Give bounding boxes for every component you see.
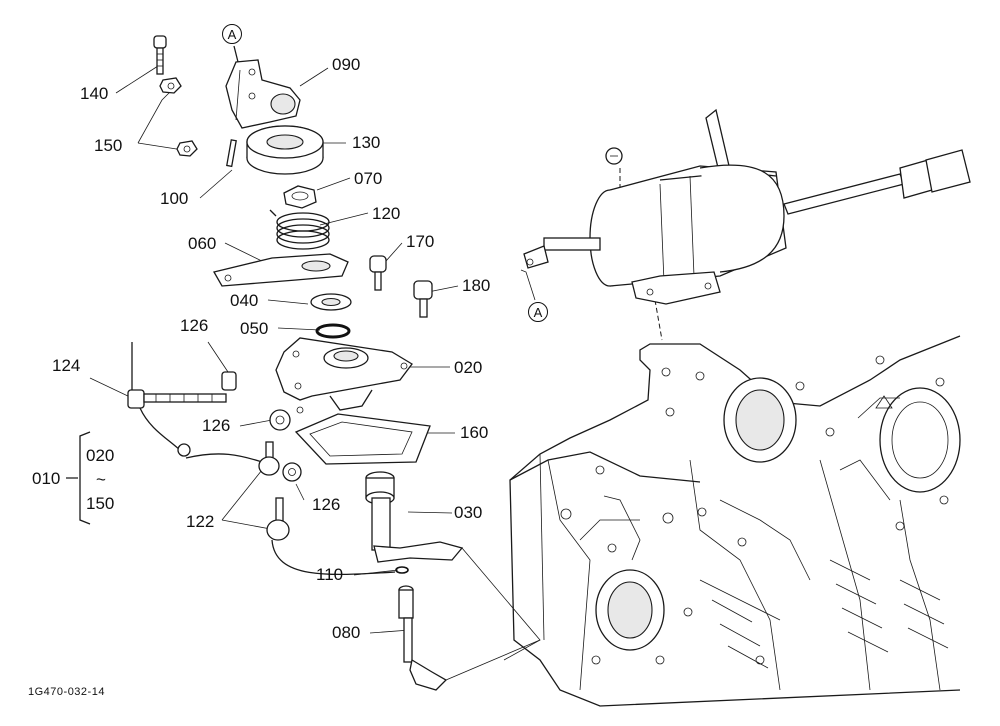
label-part-180: 180 xyxy=(462,276,491,295)
label-part-126-mid: 126 xyxy=(202,416,231,435)
part-nut-150b xyxy=(176,140,198,157)
part-bolt-170 xyxy=(369,255,387,291)
label-part-160: 160 xyxy=(460,423,489,442)
label-part-170: 170 xyxy=(406,232,435,251)
label-part-080: 080 xyxy=(332,623,361,642)
part-rod-080 xyxy=(398,585,448,691)
label-assembly-010: 010 xyxy=(32,469,61,488)
callout-a-right: A xyxy=(528,302,548,322)
part-housing-020 xyxy=(275,337,413,414)
part-engine-block xyxy=(445,335,961,707)
part-shaft-030 xyxy=(365,471,464,563)
label-assembly-tilde: ~ xyxy=(96,470,106,489)
part-bolt-180 xyxy=(413,280,433,318)
part-nut-126b xyxy=(269,409,291,431)
part-oring-050 xyxy=(315,323,351,339)
label-part-030: 030 xyxy=(454,503,483,522)
label-part-140: 140 xyxy=(80,84,109,103)
part-lever-090 xyxy=(225,59,301,129)
label-part-040: 040 xyxy=(230,291,259,310)
label-part-120: 120 xyxy=(372,204,401,223)
label-part-090: 090 xyxy=(332,55,361,74)
leader-lines xyxy=(89,45,663,634)
part-bolt-124 xyxy=(127,389,227,409)
part-nut-070 xyxy=(283,185,317,209)
label-assembly-to: 150 xyxy=(86,494,115,513)
label-part-150: 150 xyxy=(94,136,123,155)
label-part-070: 070 xyxy=(354,169,383,188)
part-spring-120 xyxy=(269,209,330,250)
label-part-060: 060 xyxy=(188,234,217,253)
part-collar-130 xyxy=(246,125,324,175)
part-bolt-122b xyxy=(266,497,290,541)
label-part-130: 130 xyxy=(352,133,381,152)
part-gasket-160 xyxy=(294,413,431,465)
label-part-126-top: 126 xyxy=(180,316,209,335)
label-part-050: 050 xyxy=(240,319,269,338)
part-clip-110 xyxy=(395,566,409,574)
document-code: 1G470-032-14 xyxy=(28,686,105,698)
part-bolt-122a xyxy=(258,441,280,476)
part-washer-040 xyxy=(310,293,352,311)
part-ball-wire-end xyxy=(177,443,191,457)
label-part-122: 122 xyxy=(186,512,215,531)
label-assembly-from: 020 xyxy=(86,446,115,465)
part-nut-126c xyxy=(282,462,302,482)
part-pin-100 xyxy=(226,139,237,168)
label-part-020: 020 xyxy=(454,358,483,377)
label-part-100: 100 xyxy=(160,189,189,208)
part-bolt-140 xyxy=(153,35,167,75)
callout-a-top: A xyxy=(222,24,242,44)
label-part-110: 110 xyxy=(316,565,344,584)
part-solenoid xyxy=(523,108,971,305)
part-lever-060 xyxy=(213,253,349,287)
part-nut-126a xyxy=(221,371,237,391)
label-part-126-low: 126 xyxy=(312,495,341,514)
label-part-124: 124 xyxy=(52,356,81,375)
part-nut-150a xyxy=(159,77,182,94)
